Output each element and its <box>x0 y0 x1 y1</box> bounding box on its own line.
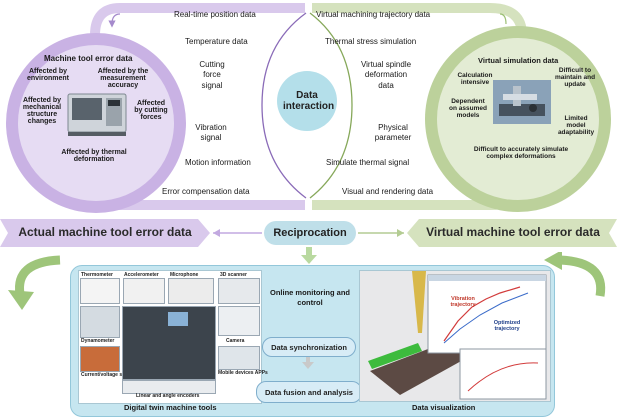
thermometer-image <box>80 278 120 304</box>
digital-twin-caption: Digital twin machine tools <box>124 403 217 412</box>
data-interaction-label: Data interaction <box>283 89 335 113</box>
left-curve-arrowhead <box>8 290 34 310</box>
encoders-image <box>122 380 216 394</box>
sync-pill: Data synchronization <box>262 337 356 357</box>
current-sensor-image <box>80 346 120 372</box>
workpiece-green <box>368 343 422 369</box>
factor-mechanical: Affected by mechanical structure changes <box>22 97 62 125</box>
reciprocation-pill: Reciprocation <box>264 221 356 245</box>
camera-image <box>218 306 260 336</box>
virtual-error-label: Virtual machine tool error data <box>426 225 600 239</box>
dynamometer-label: Dynamometer <box>81 338 115 344</box>
left-upper-arrow <box>108 13 121 28</box>
factor-thermal: Affected by thermal deformation <box>61 149 127 163</box>
machine-screen <box>168 312 188 326</box>
factor-measurement: Affected by the measurement accuracy <box>97 68 149 89</box>
factor-calc: Calculation intensive <box>457 72 493 86</box>
side-arrows <box>8 252 606 310</box>
microphone-label: Microphone <box>170 272 199 278</box>
encoders-label: Linear and angle encoders <box>136 393 200 399</box>
left-circle-title: Machine tool error data <box>44 54 133 63</box>
right-curve-arrow <box>559 255 606 297</box>
sync-label: Data synchronization <box>271 342 347 352</box>
center-bracket-left <box>261 12 307 199</box>
left-flow-arc <box>90 3 305 36</box>
factor-complex: Difficult to accurately simulate complex… <box>473 146 569 160</box>
reciprocation-label: Reciprocation <box>273 227 347 239</box>
reciprocation-arrowhead-right <box>397 229 404 237</box>
right-band-shape <box>407 219 617 247</box>
fusion-label: Data fusion and analysis <box>265 387 353 397</box>
process-arrow <box>302 357 314 369</box>
optimized-trajectory-label: Optimized trajectory <box>493 320 521 332</box>
right-item-physical: Physical parameter <box>374 123 412 143</box>
left-item-cutting: Cutting force signal <box>199 60 225 90</box>
plot-window-2 <box>459 348 547 400</box>
right-item-trajectory: Virtual machining trajectory data <box>316 10 431 19</box>
viz-scene <box>360 271 550 401</box>
virtual-model-image <box>493 80 551 124</box>
left-band-shape <box>0 219 210 247</box>
center-bracket-right <box>309 12 353 199</box>
microphone-image <box>168 278 214 304</box>
tool-spindle <box>412 271 426 333</box>
mobile-label: Mobile devices APPs <box>218 370 268 376</box>
viz-area <box>359 270 551 402</box>
left-item-position: Real-time position data <box>174 10 256 19</box>
factor-environment: Affected by environment <box>26 68 69 82</box>
left-item-error: Error compensation data <box>162 187 250 196</box>
scanner-label: 3D scanner <box>220 272 247 278</box>
data-visualization-caption: Data visualization <box>412 403 476 412</box>
mobile-image <box>218 346 260 370</box>
machine-tool-image <box>67 93 127 136</box>
vibration-curve <box>443 286 521 342</box>
current-sensor-label: Current/voltage sensor <box>81 372 136 378</box>
right-upper-arrow <box>499 13 507 25</box>
thermometer-label: Thermometer <box>81 272 113 278</box>
right-circle-title: Virtual simulation data <box>478 56 559 65</box>
right-curve-arrowhead <box>544 252 562 270</box>
dynamometer-image <box>80 306 120 338</box>
accelerometer-image <box>123 278 165 304</box>
optimized-curve <box>443 292 529 344</box>
right-item-spindle: Virtual spindle deformation data <box>360 60 412 90</box>
right-item-simulate-thermal: Simulate thermal signal <box>326 158 410 167</box>
actual-error-label: Actual machine tool error data <box>18 225 192 239</box>
factor-dependent: Dependent on assumed models <box>449 98 487 119</box>
down-arrow <box>301 247 317 264</box>
factor-maintain: Difficult to maintain and update <box>554 67 596 88</box>
band-shapes <box>0 219 617 247</box>
factor-cutting: Affected by cutting forces <box>134 100 168 121</box>
left-item-motion: Motion information <box>185 158 251 167</box>
fusion-pill: Data fusion and analysis <box>256 381 362 403</box>
factor-limited: Limited model adaptability <box>557 115 595 136</box>
reciprocation-arrowhead-left <box>213 229 220 237</box>
left-item-temperature: Temperature data <box>185 37 248 46</box>
right-item-visual: Visual and rendering data <box>342 187 434 196</box>
accelerometer-label: Accelerometer <box>124 272 159 278</box>
left-curve-arrow <box>15 255 61 295</box>
data-interaction-circle: Data interaction <box>277 71 337 131</box>
vibration-trajectory-label: Vibration trajectory <box>450 296 476 308</box>
camera-label: Camera <box>226 338 245 344</box>
scanner-image <box>218 278 260 304</box>
left-item-vibration: Vibration signal <box>195 123 227 143</box>
online-monitoring-label: Online monitoring and control <box>270 288 350 308</box>
right-item-thermal-stress: Thermal stress simulation <box>325 37 417 46</box>
